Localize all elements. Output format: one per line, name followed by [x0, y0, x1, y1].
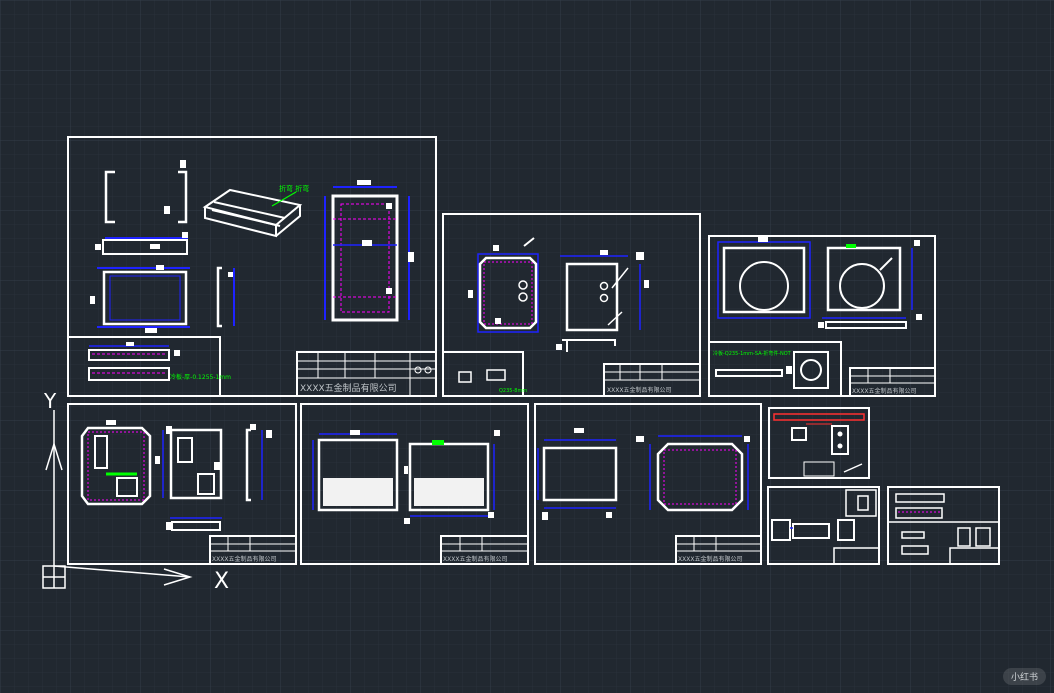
drawing-sheet-3[interactable]: 冷板-Q235-1mm-SA-折弯件-NOT XXXX五金制品有限公司 — [708, 235, 936, 397]
title-block-company: XXXX五金制品有限公司 — [852, 387, 916, 395]
title-block-company: XXXX五金制品有限公司 — [300, 382, 397, 394]
drawing-sheet-8[interactable] — [767, 486, 880, 565]
title-block-company: XXXX五金制品有限公司 — [678, 555, 742, 563]
leader-note-bend: 折弯 折弯 — [279, 184, 309, 193]
part-note: Q235-8mm — [499, 388, 527, 394]
drawing-sheet-2[interactable]: Q235-8mm XXXX五金制品有限公司 — [442, 213, 701, 397]
watermark: 小红书 — [1002, 668, 1046, 685]
material-note: 冷板-Q235-1mm-SA-折弯件-NOT — [713, 350, 792, 357]
title-block-company: XXXX五金制品有限公司 — [607, 386, 671, 394]
drawing-sheet-6[interactable]: XXXX五金制品有限公司 — [534, 403, 762, 565]
drawing-sheet-4[interactable]: XXXX五金制品有限公司 — [67, 403, 297, 565]
drawing-sheet-1[interactable]: 折弯 折弯 冷板-厚-0.1255-1mm — [67, 136, 437, 397]
drawing-sheet-7[interactable] — [768, 407, 870, 479]
ucs-icon[interactable]: Y X — [42, 389, 229, 594]
ucs-y-label: Y — [43, 389, 57, 413]
drawing-sheet-9[interactable] — [887, 486, 1000, 565]
title-block-company: XXXX五金制品有限公司 — [443, 555, 507, 563]
drawing-sheet-5[interactable]: XXXX五金制品有限公司 — [300, 403, 529, 565]
material-note: 冷板-厚-0.1255-1mm — [170, 373, 231, 381]
title-block-company: XXXX五金制品有限公司 — [212, 555, 276, 563]
ucs-x-label: X — [214, 569, 229, 594]
